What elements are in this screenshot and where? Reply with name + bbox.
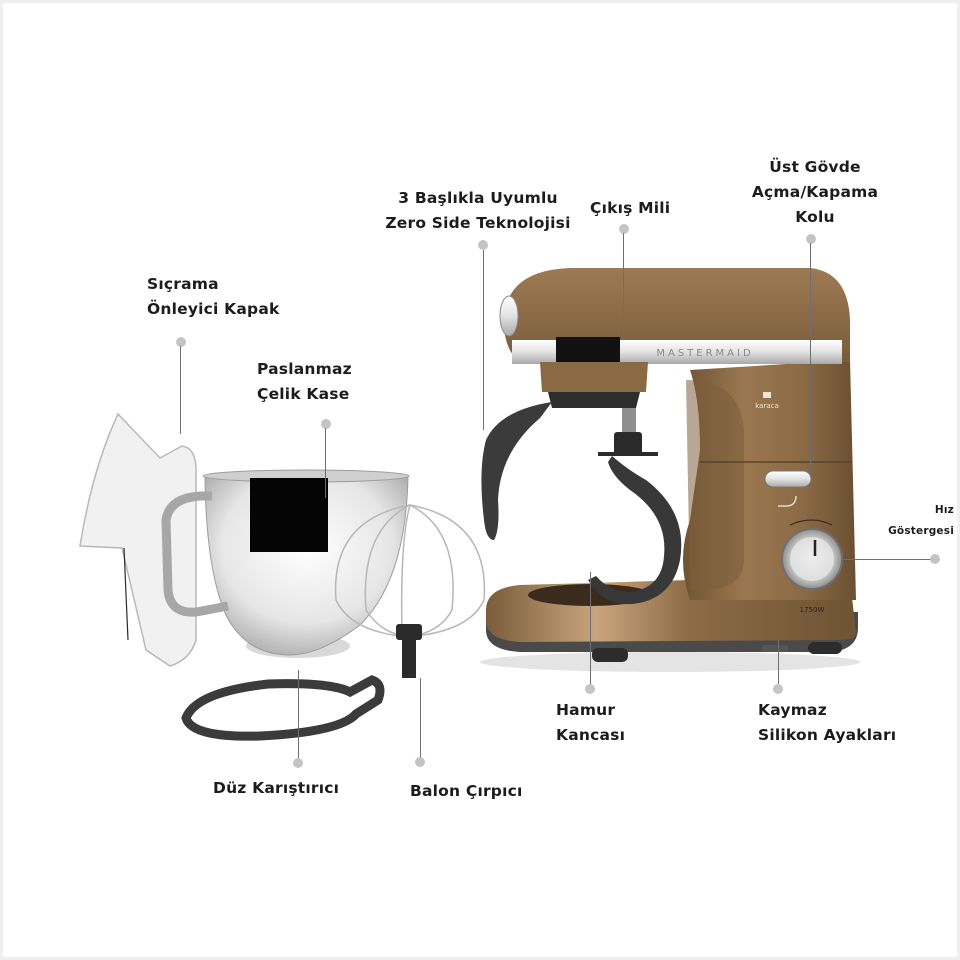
flat-beater-leader bbox=[298, 670, 300, 760]
silicone-feet-leader bbox=[778, 640, 780, 684]
callout-line: Kaymaz bbox=[758, 701, 827, 719]
callout-line: Hamur bbox=[556, 701, 616, 719]
callout-line: Düz Karıştırıcı bbox=[213, 779, 340, 797]
callout-speed-indicator: Hız Göstergesi bbox=[850, 500, 954, 542]
callout-bowl: Paslanmaz Çelik Kase bbox=[257, 357, 352, 407]
callout-line: 3 Başlıkla Uyumlu bbox=[398, 189, 558, 207]
balloon-whisk-dot bbox=[415, 757, 425, 767]
balloon-whisk-leader bbox=[420, 678, 422, 760]
callout-zero-side: 3 Başlıkla Uyumlu Zero Side Teknolojisi bbox=[378, 186, 578, 236]
callout-line: Balon Çırpıcı bbox=[410, 782, 523, 800]
callout-output-shaft: Çıkış Mili bbox=[590, 196, 670, 221]
callout-line: Göstergesi bbox=[888, 525, 954, 537]
dough-hook-leader bbox=[590, 572, 592, 686]
callout-line: Kancası bbox=[556, 726, 626, 744]
zero-side-leader bbox=[483, 250, 485, 430]
callout-line: Sıçrama bbox=[147, 275, 219, 293]
callout-dough-hook: Hamur Kancası bbox=[556, 698, 625, 748]
callout-splash-guard: Sıçrama Önleyici Kapak bbox=[147, 272, 279, 322]
callout-head-lever: Üst Gövde Açma/Kapama Kolu bbox=[740, 155, 890, 230]
power-rating: 1750W bbox=[800, 606, 825, 614]
head-lever-dot bbox=[806, 234, 816, 244]
callout-line: Hız bbox=[934, 504, 954, 516]
callout-line: Çelik Kase bbox=[257, 385, 350, 403]
callout-line: Paslanmaz bbox=[257, 360, 352, 378]
speed-indicator-leader bbox=[842, 559, 932, 561]
splash-guard-dot bbox=[176, 337, 186, 347]
callout-line: Önleyici Kapak bbox=[147, 300, 280, 318]
brand-plate: MASTERMAID bbox=[656, 348, 753, 359]
callout-line: Silikon Ayakları bbox=[758, 726, 897, 744]
bowl-leader bbox=[325, 428, 327, 498]
callout-line: Açma/Kapama bbox=[751, 183, 879, 201]
head-lever-leader bbox=[810, 243, 812, 473]
callout-flat-beater: Düz Karıştırıcı bbox=[213, 776, 339, 801]
callout-silicone-feet: Kaymaz Silikon Ayakları bbox=[758, 698, 896, 748]
callout-line: Çıkış Mili bbox=[590, 199, 671, 217]
flat-beater-dot bbox=[293, 758, 303, 768]
bowl-dot bbox=[321, 419, 331, 429]
silicone-feet-dot bbox=[773, 684, 783, 694]
splash-guard-leader bbox=[180, 346, 182, 434]
dough-hook-dot bbox=[585, 684, 595, 694]
callout-line: Üst Gövde bbox=[769, 158, 861, 176]
callout-line: Zero Side Teknolojisi bbox=[385, 214, 571, 232]
callout-line: Kolu bbox=[795, 208, 835, 226]
callout-balloon-whisk: Balon Çırpıcı bbox=[410, 779, 523, 804]
output-shaft-dot bbox=[619, 224, 629, 234]
speed-indicator-dot bbox=[930, 554, 940, 564]
output-shaft-leader bbox=[623, 233, 625, 339]
zero-side-dot bbox=[478, 240, 488, 250]
karaca-logo: karaca bbox=[755, 402, 779, 410]
